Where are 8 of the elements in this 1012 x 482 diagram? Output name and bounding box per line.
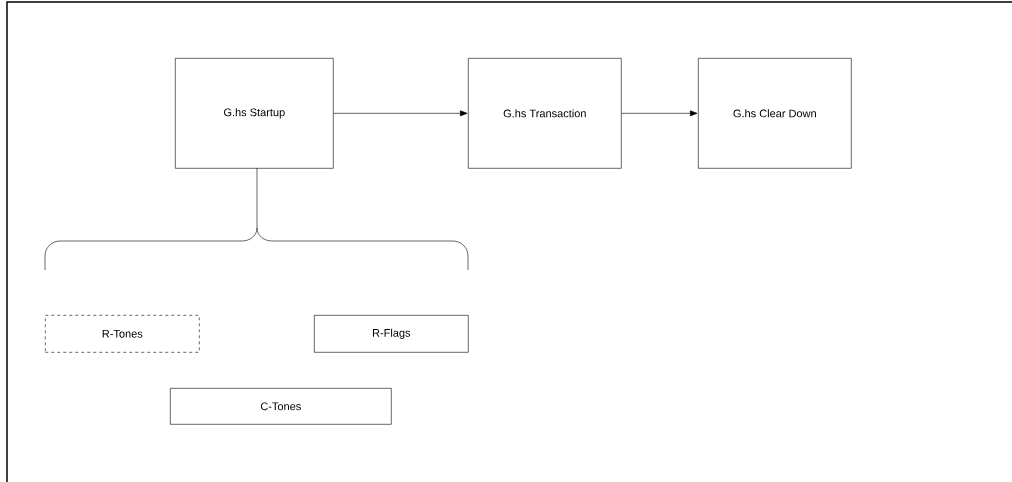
process-box: G.hs Startup <box>175 58 334 169</box>
process-box: R-Flags <box>314 315 469 353</box>
arrow <box>621 110 698 117</box>
process-box: G.hs Transaction <box>468 58 622 169</box>
arrow <box>333 110 468 117</box>
process-box: R-Tones <box>45 315 200 353</box>
process-box: C-Tones <box>170 388 392 425</box>
process-box: G.hs Clear Down <box>698 58 852 169</box>
